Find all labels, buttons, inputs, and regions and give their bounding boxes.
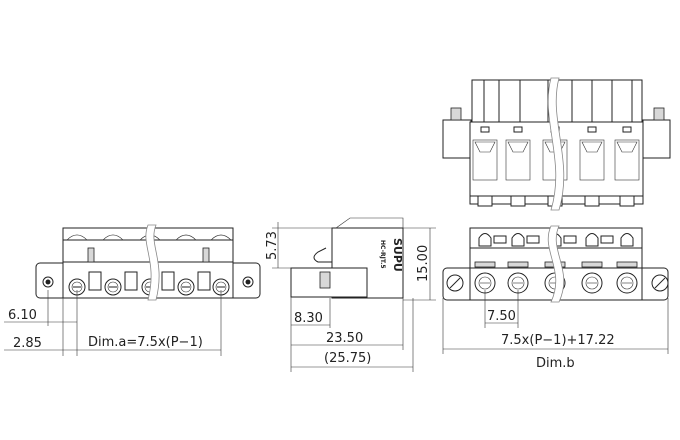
contact-strip xyxy=(581,261,603,268)
model-logo: HC-RJT.5 xyxy=(379,240,386,269)
clamp-top xyxy=(210,234,232,241)
contact-foot xyxy=(477,195,493,207)
right-front-view: 7.50 7.5x(P−1)+17.22 Dim.b xyxy=(442,225,669,371)
flange-screw-left xyxy=(446,274,464,292)
test-port xyxy=(600,235,614,244)
wire-entry xyxy=(505,139,531,181)
clamp-screw-top xyxy=(585,233,599,247)
flange-hole-right xyxy=(242,276,254,288)
clamp-screw-top xyxy=(620,233,634,247)
brand-logo: SUPU xyxy=(391,238,404,272)
wire-entry xyxy=(579,139,605,181)
latch-slot xyxy=(622,126,632,133)
dim-25-75: (25.75) xyxy=(324,351,371,366)
clamp-top xyxy=(66,234,88,241)
dim-a-label: Dim.a=7.5x(P−1) xyxy=(88,335,203,350)
dim-5-73: 5.73 xyxy=(265,231,280,260)
dim-15-00: 15.00 xyxy=(416,245,431,282)
test-port xyxy=(526,235,540,244)
entry-funnel xyxy=(581,141,603,153)
wire-entry-inner xyxy=(620,276,634,290)
flange-right xyxy=(642,119,671,159)
wire-window xyxy=(88,271,102,291)
dim-7-50: 7.50 xyxy=(487,309,516,324)
wire-window xyxy=(197,271,211,291)
break-line xyxy=(547,225,565,303)
test-port xyxy=(493,235,507,244)
clamp-top xyxy=(175,234,197,241)
dim-8-30: 8.30 xyxy=(294,311,323,326)
latch-slot xyxy=(587,126,597,133)
screw-head xyxy=(107,281,119,293)
break-line xyxy=(547,77,565,211)
wire-window xyxy=(161,271,175,291)
dim-23-50: 23.50 xyxy=(326,331,363,346)
contact-strip xyxy=(507,261,529,268)
break-line xyxy=(145,224,160,301)
wire-entry-inner xyxy=(511,276,525,290)
entry-funnel xyxy=(616,141,638,153)
side-view: SUPU HC-RJT.5 5.73 15.00 8.30 23.50 (25.… xyxy=(265,217,436,372)
contact-foot xyxy=(510,195,526,207)
flange-left xyxy=(442,119,472,159)
flange-hole-left xyxy=(42,276,54,288)
contact-foot xyxy=(584,195,600,207)
contact-foot xyxy=(619,195,635,207)
front-view: 6.10 2.85 Dim.a=7.5x(P−1) xyxy=(4,224,261,356)
test-port xyxy=(563,235,577,244)
latch-slot xyxy=(480,126,490,133)
wire-entry xyxy=(614,139,640,181)
clamp-top xyxy=(102,234,124,241)
wire-window xyxy=(124,271,138,291)
dim-b-label: Dim.b xyxy=(536,356,575,371)
dim-b-formula: 7.5x(P−1)+17.22 xyxy=(501,333,615,348)
wire-entry xyxy=(472,139,498,181)
top-view xyxy=(442,77,671,211)
latch-slot xyxy=(513,126,523,133)
entry-funnel xyxy=(507,141,529,153)
dim-2-85: 2.85 xyxy=(13,336,42,351)
flange-screw-right xyxy=(651,274,669,292)
clamp-screw-top xyxy=(478,233,492,247)
wire-entry-inner xyxy=(585,276,599,290)
wire-entry-inner xyxy=(478,276,492,290)
clamp-screw-top xyxy=(511,233,525,247)
dim-6-10: 6.10 xyxy=(8,308,37,323)
entry-funnel xyxy=(474,141,496,153)
contact-strip xyxy=(616,261,638,268)
screw-head xyxy=(180,281,192,293)
contact-strip xyxy=(474,261,496,268)
